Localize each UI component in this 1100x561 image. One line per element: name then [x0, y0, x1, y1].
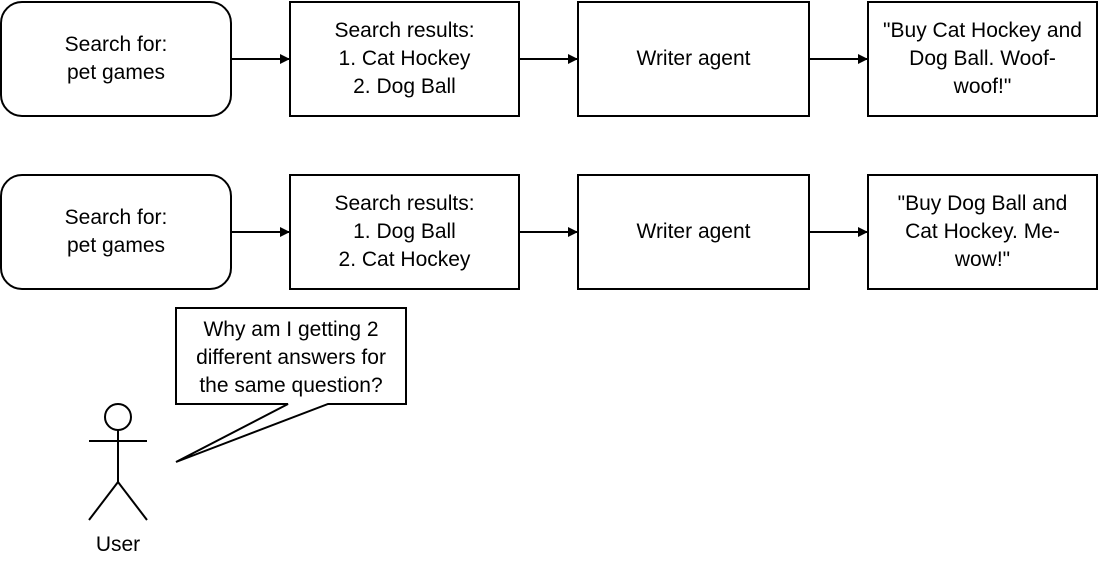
row1-writer-agent-node: Writer agent	[577, 1, 810, 117]
row2-search-query-node: Search for: pet games	[0, 174, 232, 290]
row2-search-results-node: Search results: 1. Dog Ball 2. Cat Hocke…	[289, 174, 520, 290]
callout-text: Why am I getting 2 different answers for…	[196, 318, 386, 397]
row1-search-results-node: Search results: 1. Cat Hockey 2. Dog Bal…	[289, 1, 520, 117]
user-actor-label: User	[95, 533, 141, 556]
row2-search-query-text: Search for: pet games	[64, 206, 168, 257]
row2-search-results-text: Search results: 1. Dog Ball 2. Cat Hocke…	[334, 192, 475, 271]
row1-search-results-text: Search results: 1. Cat Hockey 2. Dog Bal…	[334, 19, 475, 98]
row1-output-text: "Buy Cat Hockey and Dog Ball. Woof- woof…	[883, 19, 1082, 98]
row1-search-query-text: Search for: pet games	[64, 33, 168, 84]
user-stick-figure-icon	[88, 403, 148, 521]
row1-writer-agent-text: Writer agent	[636, 47, 751, 70]
row2-output-node: "Buy Dog Ball and Cat Hockey. Me- wow!"	[867, 174, 1098, 290]
row1-search-query-node: Search for: pet games	[0, 1, 232, 117]
row2-writer-agent-text: Writer agent	[636, 220, 751, 243]
row2-output-text: "Buy Dog Ball and Cat Hockey. Me- wow!"	[897, 192, 1068, 271]
row1-output-node: "Buy Cat Hockey and Dog Ball. Woof- woof…	[867, 1, 1098, 117]
row2-writer-agent-node: Writer agent	[577, 174, 810, 290]
callout-bubble	[175, 307, 407, 463]
